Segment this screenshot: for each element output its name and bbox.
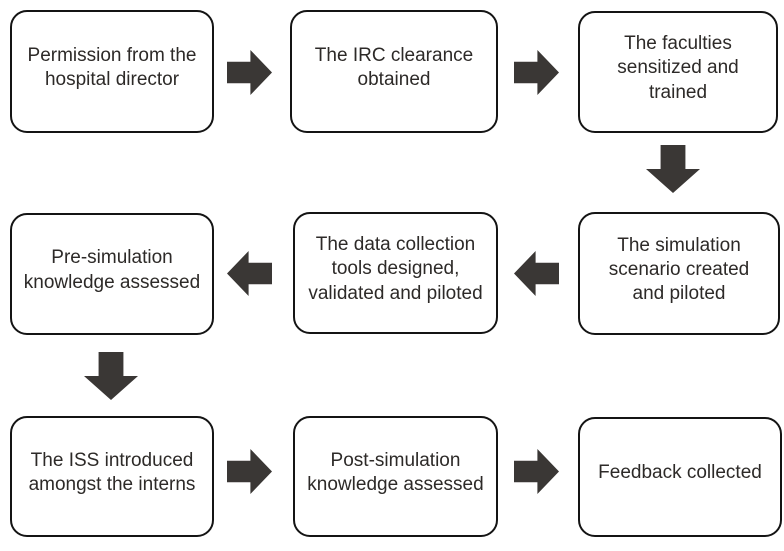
flow-step-label: The simulation scenario created and pilo… [608,234,750,305]
flow-step-label: Feedback collected [598,462,762,484]
flow-step-post-simulation: Post-simulation knowledge assessed [293,416,498,537]
flow-step-label: Permission from the hospital director [27,44,197,90]
arrow-right-icon [514,449,559,494]
flow-step-pre-simulation: Pre-simulation knowledge assessed [10,213,214,335]
flow-step-label: The faculties sensitized and trained [617,33,739,103]
arrow-left-icon [227,251,272,296]
flow-step-label: Pre-simulation knowledge assessed [23,247,201,293]
flow-step-label: The ISS introduced amongst the interns [28,449,196,495]
arrow-down-icon [646,145,700,193]
flow-step-data-tools: The data collection tools designed, vali… [293,212,498,334]
flow-step-permission: Permission from the hospital director [10,10,214,133]
flow-step-scenario-created: The simulation scenario created and pilo… [578,212,780,335]
flow-step-irc-clearance: The IRC clearance obtained [290,10,498,133]
arrow-right-icon [227,50,272,95]
flow-step-label: The IRC clearance obtained [314,44,474,90]
arrow-left-icon [514,251,559,296]
arrow-down-icon [84,352,138,400]
flow-step-iss-introduced: The ISS introduced amongst the interns [10,416,214,537]
flow-step-feedback: Feedback collected [578,417,782,537]
arrow-right-icon [227,449,272,494]
flow-step-label: The data collection tools designed, vali… [308,234,483,304]
flow-step-label: Post-simulation knowledge assessed [307,449,484,495]
arrow-right-icon [514,50,559,95]
flow-step-faculties-trained: The faculties sensitized and trained [578,11,778,133]
